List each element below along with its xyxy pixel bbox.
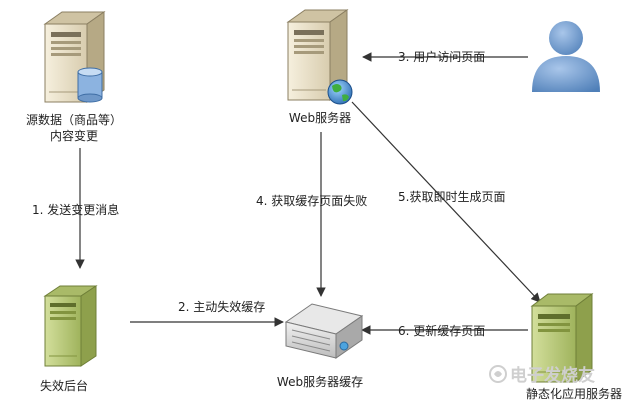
watermark-text: 电子发烧友 (510, 365, 595, 386)
static-server-label: 静态化应用服务器 (526, 386, 622, 401)
watermark-logo: 电子发烧友 (489, 365, 595, 386)
source-label-line1: 源数据（商品等） (26, 112, 122, 127)
cache-server-icon (284, 303, 364, 359)
web-server-icon (286, 9, 349, 101)
database-icon (77, 67, 103, 103)
edge-4-label: 4. 获取缓存页面失败 (256, 193, 367, 208)
backend-label: 失效后台 (40, 378, 88, 393)
cache-label: Web服务器缓存 (277, 374, 363, 389)
source-label-line2: 内容变更 (50, 128, 98, 143)
edge-1-label: 1. 发送变更消息 (32, 202, 119, 217)
backend-server-icon (43, 285, 98, 367)
edge-2-label: 2. 主动失效缓存 (178, 299, 265, 314)
web-server-label: Web服务器 (289, 110, 351, 125)
edge-3-label: 3. 用户访问页面 (398, 49, 485, 64)
globe-icon (327, 79, 353, 105)
edge-5-label: 5.获取即时生成页面 (398, 190, 505, 204)
edge-6-label: 6. 更新缓存页面 (398, 323, 485, 338)
edge-5-line (351, 101, 541, 303)
user-icon (532, 21, 600, 92)
static-server-icon (530, 293, 594, 383)
